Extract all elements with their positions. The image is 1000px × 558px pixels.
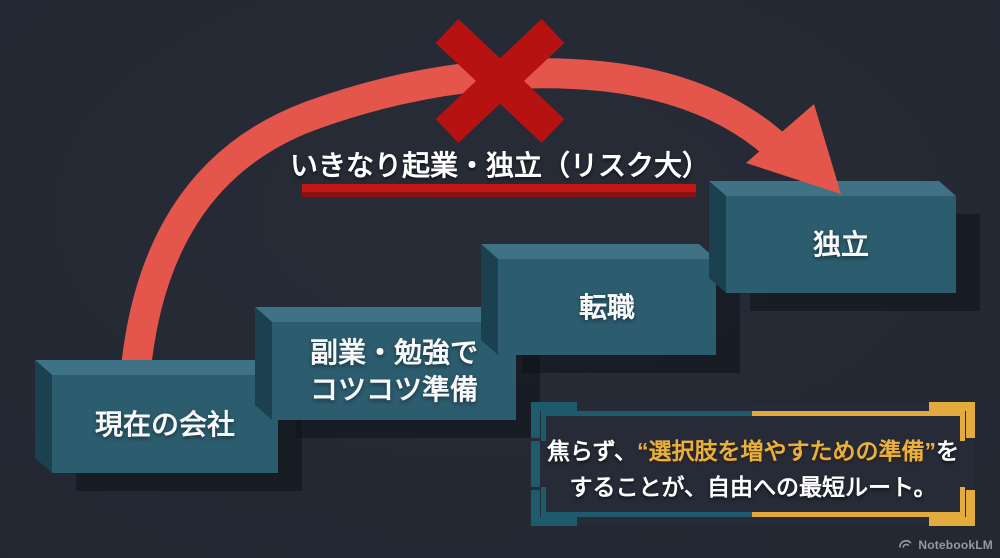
conclusion-highlight: “選択肢を増やすための準備” xyxy=(636,438,936,464)
step-2-top-face xyxy=(255,307,516,322)
frame-left-border xyxy=(541,411,546,441)
conclusion-part1: 焦らず、 xyxy=(547,438,637,464)
frame-corner-bracket xyxy=(531,441,540,487)
conclusion-line-2: することが、自由への最短ルート。 xyxy=(569,474,937,500)
frame-corner-bracket xyxy=(929,402,975,411)
watermark: NotebookLM xyxy=(898,537,993,552)
conclusion-box: 焦らず、“選択肢を増やすための準備”を することが、自由への最短ルート。 xyxy=(531,402,975,526)
step-4-top-face xyxy=(709,181,956,196)
frame-corner-bracket xyxy=(966,402,975,438)
step-label-current-company: 現在の会社 xyxy=(52,375,278,473)
frame-bottom-border xyxy=(541,512,965,517)
frame-corner-bracket xyxy=(929,517,975,526)
step-3-top-face xyxy=(481,244,716,259)
frame-corner-bracket xyxy=(531,490,540,526)
step-label-job-change: 転職 xyxy=(498,259,716,355)
step-label-line: コツコツ準備 xyxy=(309,374,478,405)
step-label-line: 副業・勉強で xyxy=(309,337,478,368)
conclusion-line-1: 焦らず、“選択肢を増やすための準備”を xyxy=(547,433,959,469)
step-label-line: 現在の会社 xyxy=(94,408,235,440)
step-label-side-job-prep: 副業・勉強で コツコツ準備 xyxy=(272,322,516,420)
step-label-independence: 独立 xyxy=(726,196,956,293)
step-label-line: 転職 xyxy=(578,291,635,323)
frame-left-border xyxy=(541,487,546,517)
conclusion-text: 焦らず、“選択肢を増やすための準備”を することが、自由への最短ルート。 xyxy=(533,403,973,525)
conclusion-part2: を xyxy=(935,438,959,464)
step-1-side-face xyxy=(35,360,52,473)
watermark-label: NotebookLM xyxy=(918,537,993,552)
notebooklm-logo-icon xyxy=(899,540,912,548)
risky-route-underline xyxy=(302,184,696,197)
frame-top-border xyxy=(541,411,965,416)
frame-corner-bracket xyxy=(966,490,975,526)
frame-corner-bracket xyxy=(531,517,577,526)
frame-right-border xyxy=(960,487,965,517)
frame-right-border xyxy=(960,411,965,441)
step-label-line: 独立 xyxy=(812,229,869,260)
cross-x-icon xyxy=(435,18,565,144)
risky-route-label: いきなり起業・独立（リスク大） xyxy=(289,150,710,181)
frame-corner-bracket xyxy=(531,402,540,438)
frame-corner-bracket xyxy=(531,402,577,411)
step-1-top-face xyxy=(35,360,278,375)
